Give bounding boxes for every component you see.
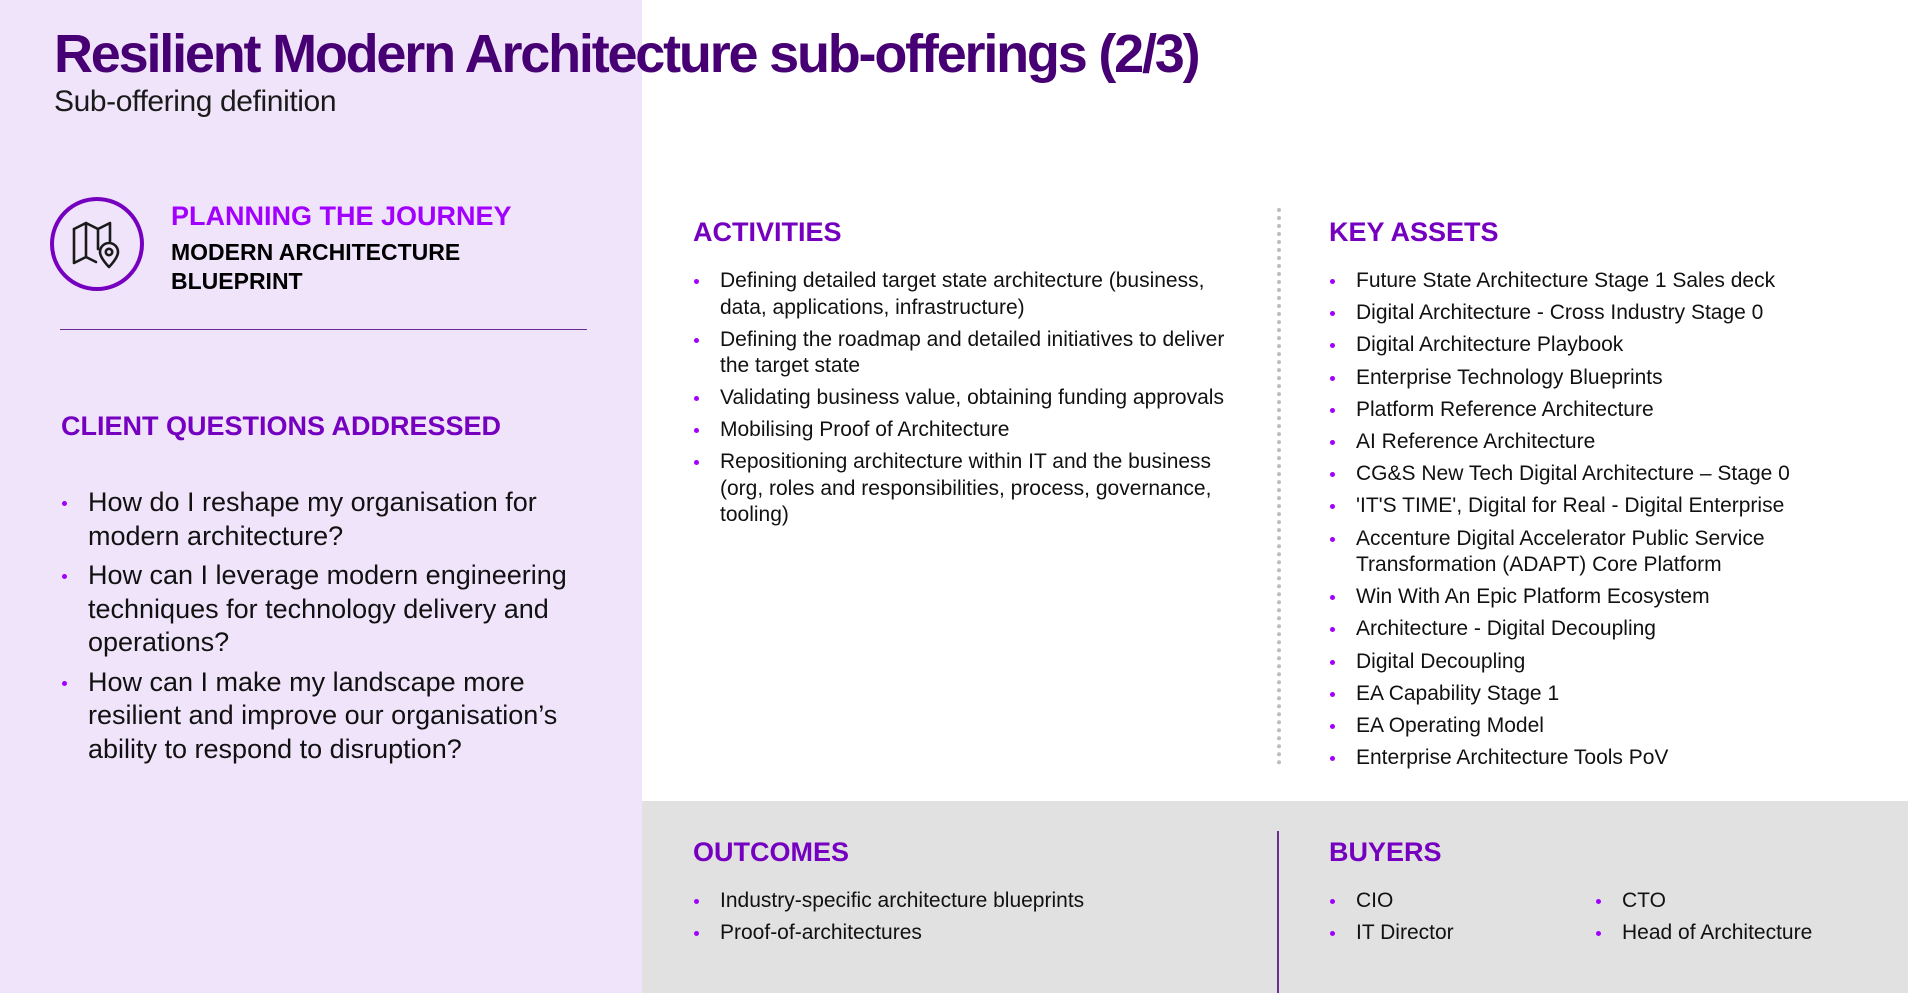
key-asset-item: Future State Architecture Stage 1 Sales …: [1329, 268, 1889, 295]
key-asset-item: AI Reference Architecture: [1329, 429, 1889, 456]
key-asset-item: Architecture - Digital Decoupling: [1329, 616, 1889, 643]
key-asset-item: 'IT'S TIME', Digital for Real - Digital …: [1329, 493, 1889, 520]
buyer-item: IT Director: [1329, 920, 1569, 947]
client-question-item: How can I leverage modern engineering te…: [62, 559, 582, 660]
key-asset-item: EA Capability Stage 1: [1329, 681, 1889, 708]
key-asset-item: EA Operating Model: [1329, 713, 1889, 740]
buyer-item: CTO: [1595, 888, 1895, 915]
buyers-list-left: CIO IT Director: [1329, 888, 1569, 952]
activity-item: Defining the roadmap and detailed initia…: [693, 327, 1243, 380]
buyers-heading: BUYERS: [1329, 837, 1442, 867]
page-subtitle: Sub-offering definition: [54, 85, 337, 118]
key-asset-item: CG&S New Tech Digital Architecture – Sta…: [1329, 461, 1889, 488]
column-divider-solid: [1277, 831, 1279, 993]
journey-divider: [60, 329, 587, 330]
activity-item: Defining detailed target state architect…: [693, 268, 1243, 321]
journey-phase-label: PLANNING THE JOURNEY: [171, 201, 512, 231]
client-question-item: How do I reshape my organisation for mod…: [62, 486, 582, 553]
activity-item: Repositioning architecture within IT and…: [693, 449, 1243, 529]
outcomes-heading: OUTCOMES: [693, 837, 850, 867]
activities-heading: ACTIVITIES: [693, 217, 842, 247]
activity-item: Mobilising Proof of Architecture: [693, 417, 1243, 444]
buyer-item: Head of Architecture: [1595, 920, 1895, 947]
key-asset-item: Digital Architecture - Cross Industry St…: [1329, 300, 1889, 327]
left-panel: [0, 0, 642, 993]
client-questions-list: How do I reshape my organisation for mod…: [62, 486, 582, 772]
outcome-item: Proof-of-architectures: [693, 920, 1233, 947]
key-asset-item: Digital Decoupling: [1329, 649, 1889, 676]
key-asset-item: Platform Reference Architecture: [1329, 397, 1889, 424]
key-assets-heading: KEY ASSETS: [1329, 217, 1499, 247]
bottom-panel: [642, 801, 1908, 993]
activity-item: Validating business value, obtaining fun…: [693, 385, 1243, 412]
column-divider-dotted: [1277, 208, 1281, 765]
sub-offering-name: MODERN ARCHITECTURE BLUEPRINT: [171, 239, 461, 294]
key-asset-item: Accenture Digital Accelerator Public Ser…: [1329, 526, 1889, 579]
client-question-item: How can I make my landscape more resilie…: [62, 666, 582, 767]
key-assets-list: Future State Architecture Stage 1 Sales …: [1329, 268, 1889, 777]
activities-list: Defining detailed target state architect…: [693, 268, 1243, 534]
page-title: Resilient Modern Architecture sub-offeri…: [54, 24, 1201, 84]
buyer-item: CIO: [1329, 888, 1569, 915]
client-questions-heading: CLIENT QUESTIONS ADDRESSED: [61, 411, 502, 441]
outcomes-list: Industry-specific architecture blueprint…: [693, 888, 1233, 952]
key-asset-item: Digital Architecture Playbook: [1329, 332, 1889, 359]
key-asset-item: Enterprise Technology Blueprints: [1329, 365, 1889, 392]
map-pin-icon: [50, 197, 144, 291]
key-asset-item: Win With An Epic Platform Ecosystem: [1329, 584, 1889, 611]
buyers-list-right: CTO Head of Architecture: [1595, 888, 1895, 952]
outcome-item: Industry-specific architecture blueprint…: [693, 888, 1233, 915]
key-asset-item: Enterprise Architecture Tools PoV: [1329, 745, 1889, 772]
